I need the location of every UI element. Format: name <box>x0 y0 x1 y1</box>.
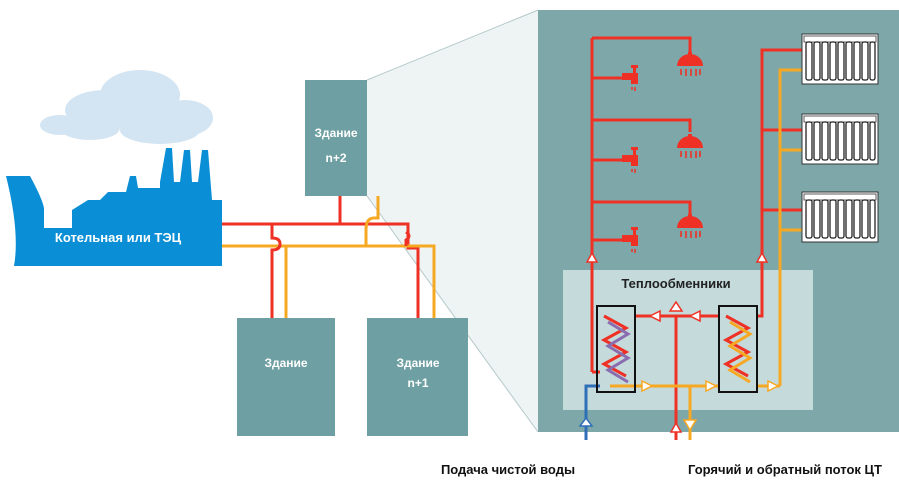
cold-water-caption: Подача чистой воды <box>441 462 575 477</box>
building-n2 <box>305 80 367 196</box>
heat-exchanger-icon <box>596 305 636 393</box>
hot-water-riser <box>590 36 692 372</box>
heat-exchanger-zone <box>563 270 813 410</box>
building-n1-label: Здание <box>396 356 439 370</box>
distribution-pipes <box>222 196 436 320</box>
radiator-icon <box>801 191 879 243</box>
building-n2-index: n+2 <box>325 151 346 165</box>
building-n1 <box>367 318 468 436</box>
district-heating-caption: Горячий и обратный поток ЦТ <box>688 462 882 477</box>
radiator-icon <box>801 113 879 165</box>
cloud-icon <box>40 70 213 144</box>
arrow-icon <box>578 252 780 433</box>
building-n <box>237 318 335 436</box>
heat-exchanger-icon <box>718 305 758 393</box>
plant-label: Котельная или ТЭЦ <box>55 230 182 245</box>
building-n2-label: Здание <box>314 126 357 140</box>
projection-area <box>367 10 538 432</box>
building-n1-index: n+1 <box>407 376 428 390</box>
projection-line-top <box>366 9 539 81</box>
factory-icon <box>6 148 222 266</box>
radiator-icon <box>801 33 879 85</box>
heat-exchangers-label: Теплообменники <box>621 276 730 291</box>
projection-line-bottom <box>366 195 539 433</box>
building-n-label: Здание <box>264 356 307 370</box>
